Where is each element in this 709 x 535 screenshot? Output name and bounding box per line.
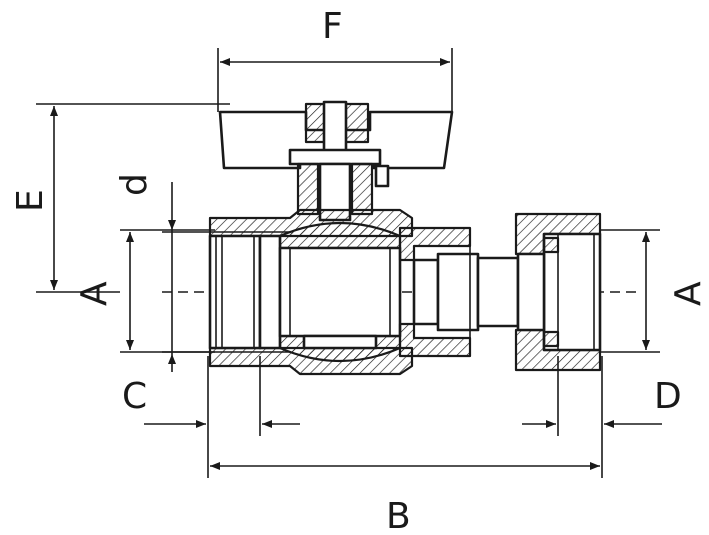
dimension-e-label: E bbox=[10, 189, 51, 212]
union-nut bbox=[514, 212, 602, 372]
dimension-f: F bbox=[217, 6, 453, 112]
dimension-f-label: F bbox=[322, 6, 343, 47]
dimension-c-label: C bbox=[122, 376, 147, 417]
dimension-b: B bbox=[210, 462, 600, 535]
dimension-e: E bbox=[10, 103, 230, 293]
dimension-a-left: A bbox=[74, 229, 215, 353]
valve-ball bbox=[278, 221, 402, 363]
valve-connector bbox=[398, 226, 520, 358]
dimension-a-left-label: A bbox=[74, 281, 115, 306]
dimension-b-label: B bbox=[386, 496, 411, 535]
butterfly-handle bbox=[218, 100, 454, 170]
dimension-a-right: A bbox=[600, 229, 709, 353]
dimension-c: C bbox=[122, 356, 300, 478]
dimension-d-label: d bbox=[114, 173, 155, 196]
dimension-d-upper: D bbox=[522, 356, 682, 478]
dimension-a-right-label: A bbox=[668, 281, 709, 306]
dimension-d-upper-label: D bbox=[654, 376, 682, 417]
